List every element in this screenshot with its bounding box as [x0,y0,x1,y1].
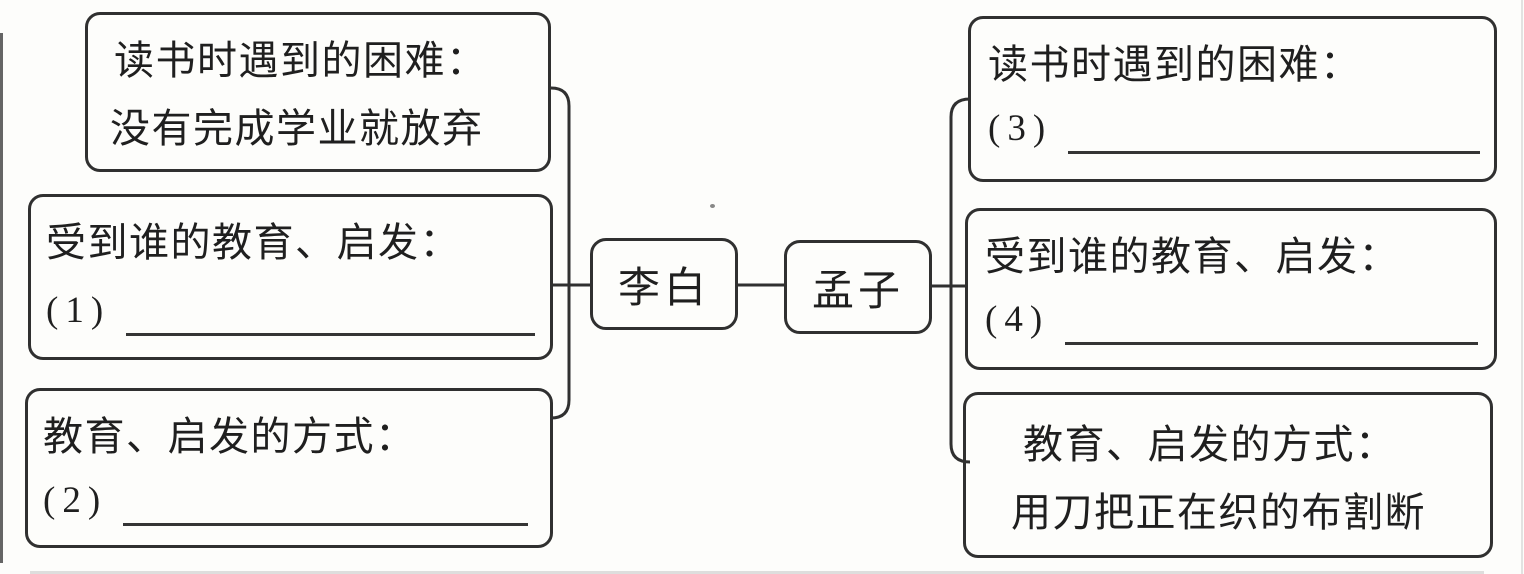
left-box-educator-blank-row: (1) [46,287,535,341]
left-spine [550,86,571,420]
node-mengzi-label: 孟子 [811,265,904,315]
left-box-method: 教育、启发的方式： (2) [25,388,553,548]
right-box-educator-label: 受到谁的教育、启发： [985,234,1400,280]
right-box-difficulty-blank-row: (3) [988,105,1480,159]
answer-blank-2[interactable] [123,523,528,526]
scan-artifact-bottom-edge [30,571,1484,574]
right-box-educator: 受到谁的教育、启发： (4) [965,208,1497,370]
blank-number-4: (4) [985,299,1050,340]
left-box-method-label: 教育、启发的方式： [43,414,417,460]
left-box-difficulty: 读书时遇到的困难： 没有完成学业就放弃 [85,12,551,172]
left-box-educator: 受到谁的教育、启发： (1) [28,194,553,360]
scan-artifact-right-edge [1521,0,1523,574]
right-box-method-answer: 用刀把正在织的布割断 [1011,490,1426,536]
left-box-educator-label: 受到谁的教育、启发： [46,220,461,266]
node-libai-label: 李白 [617,262,710,312]
answer-blank-3[interactable] [1068,151,1480,154]
blank-number-1: (1) [46,290,111,331]
left-box-difficulty-answer: 没有完成学业就放弃 [110,106,484,152]
right-box-method: 教育、启发的方式： 用刀把正在织的布割断 [963,392,1493,558]
right-box-difficulty: 读书时遇到的困难： (3) [968,16,1497,182]
right-box-educator-blank-row: (4) [985,296,1478,350]
left-box-method-blank-row: (2) [43,477,528,531]
answer-blank-1[interactable] [126,333,535,336]
blank-number-3: (3) [988,108,1053,149]
blank-number-2: (2) [43,480,108,521]
scan-artifact-speck [710,204,715,208]
node-mengzi: 孟子 [784,240,932,334]
left-box-difficulty-label: 读书时遇到的困难： [114,38,488,84]
answer-blank-4[interactable] [1065,342,1478,345]
right-box-difficulty-label: 读书时遇到的困难： [988,42,1362,88]
node-libai: 李白 [590,238,738,330]
right-box-method-label: 教育、启发的方式： [1023,422,1397,468]
scan-artifact-left-edge [0,33,3,563]
